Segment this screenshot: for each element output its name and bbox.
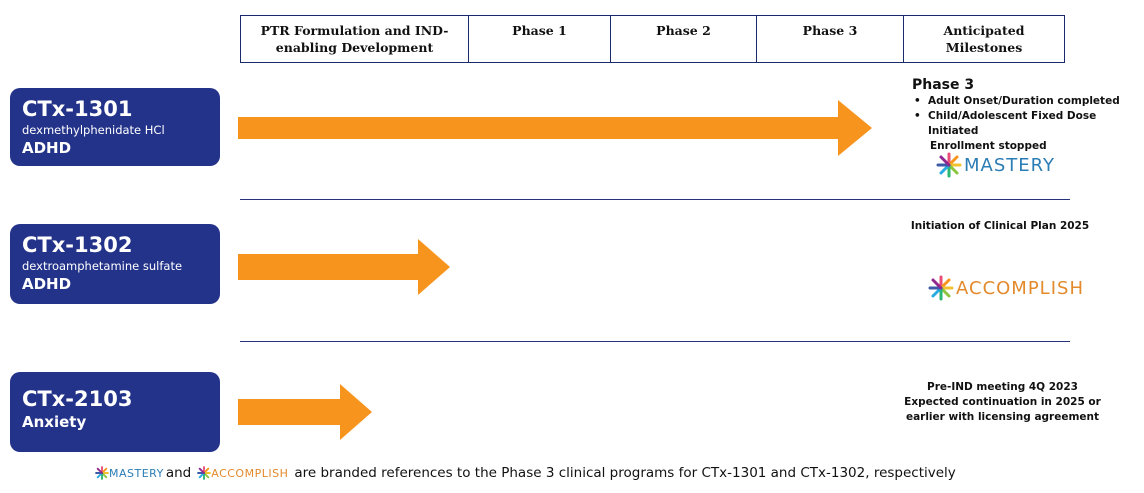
- program-box-ctx-1302: CTx-1302 dextroamphetamine sulfate ADHD: [10, 224, 220, 304]
- program-code: CTx-2103: [22, 387, 133, 411]
- column-header-milestones: Anticipated Milestones: [943, 23, 1025, 55]
- starburst-icon: [197, 466, 212, 480]
- milestone-bullet: Child/Adolescent Fixed Dose Initiated: [912, 109, 1142, 139]
- footnote-brand-mastery: MASTERY: [109, 466, 164, 480]
- footnote: MASTERY and ACCOMPLISH are branded refer…: [95, 465, 956, 481]
- program-code: CTx-1301: [22, 97, 133, 121]
- program-code: CTx-1302: [22, 233, 133, 257]
- program-drug: dexmethylphenidate HCl: [22, 123, 165, 137]
- program-box-ctx-1301: CTx-1301 dexmethylphenidate HCl ADHD: [10, 88, 220, 166]
- milestone-ctx-2103: Pre-IND meeting 4Q 2023 Expected continu…: [895, 380, 1110, 425]
- milestone-ctx-1301: Phase 3 Adult Onset/Duration completed C…: [912, 76, 1142, 154]
- program-indication: ADHD: [22, 275, 72, 293]
- brand-name: MASTERY: [964, 154, 1055, 176]
- footnote-brand-accomplish: ACCOMPLISH: [211, 466, 289, 480]
- column-header-ptr: PTR Formulation and IND-enabling Develop…: [241, 16, 469, 62]
- progress-arrow-ctx-1302: [238, 239, 450, 295]
- progress-arrow-ctx-1301: [238, 100, 872, 156]
- starburst-icon: [936, 152, 962, 178]
- starburst-icon: [95, 466, 109, 480]
- milestone-bullet: Adult Onset/Duration completed: [912, 94, 1142, 109]
- starburst-icon: [928, 275, 954, 301]
- footnote-text: are branded references to the Phase 3 cl…: [294, 465, 956, 481]
- program-indication: ADHD: [22, 139, 72, 157]
- column-header-phase1: Phase 1: [469, 16, 611, 62]
- milestone-note: Enrollment stopped: [930, 140, 1047, 152]
- milestone-line: Expected continuation in 2025 or: [904, 396, 1101, 408]
- column-header-phase3: Phase 3: [757, 16, 904, 62]
- milestone-ctx-1302: Initiation of Clinical Plan 2025: [905, 219, 1095, 234]
- footnote-and: and: [165, 465, 192, 481]
- brand-name: ACCOMPLISH: [956, 277, 1084, 299]
- milestone-line: Initiation of Clinical Plan 2025: [910, 220, 1090, 232]
- mastery-logo: MASTERY: [936, 152, 1055, 178]
- program-drug: dextroamphetamine sulfate: [22, 259, 183, 273]
- accomplish-logo: ACCOMPLISH: [928, 275, 1084, 301]
- column-header-phase2: Phase 2: [611, 16, 757, 62]
- milestone-line: Pre-IND meeting 4Q 2023: [927, 381, 1078, 393]
- row-divider: [240, 199, 1070, 200]
- milestone-title: Phase 3: [912, 77, 975, 93]
- program-box-ctx-2103: CTx-2103 Anxiety: [10, 372, 220, 452]
- milestone-line: earlier with licensing agreement: [905, 411, 1100, 423]
- program-indication: Anxiety: [22, 413, 87, 431]
- progress-arrow-ctx-2103: [238, 384, 372, 440]
- row-divider: [240, 341, 1070, 342]
- pipeline-header: PTR Formulation and IND-enabling Develop…: [240, 15, 1065, 63]
